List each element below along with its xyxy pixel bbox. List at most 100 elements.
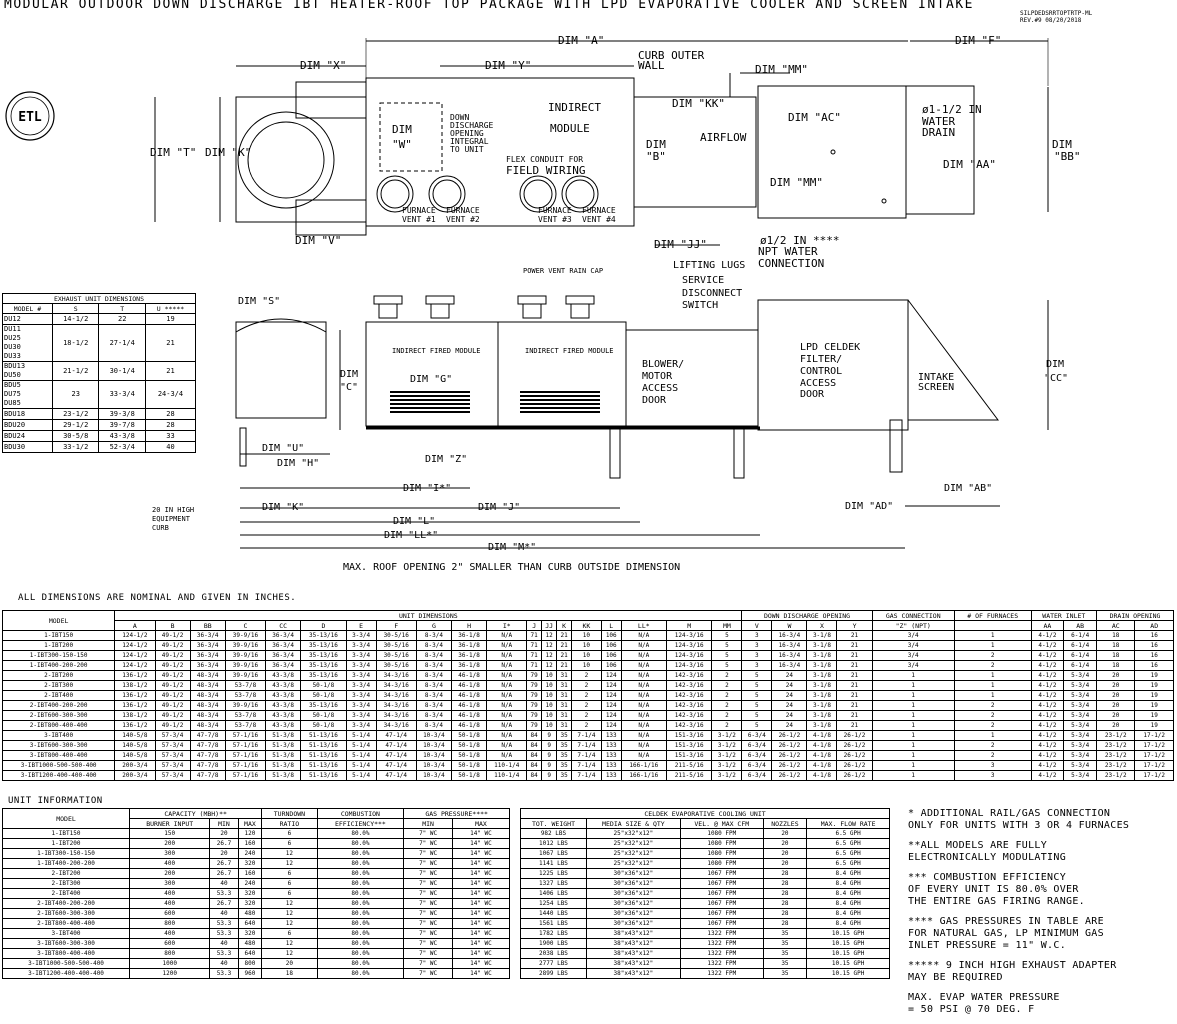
dims-cell: 19 (1134, 720, 1174, 731)
dims-cell: 211-5/16 (665, 760, 713, 771)
dims-cell: 2-IBT400-200-200 (1, 700, 116, 711)
top-view-label: NPT WATER (758, 245, 818, 258)
dims-cell: 43-3/8 (265, 710, 302, 721)
celdek-cell: 1322 FPM (679, 928, 764, 939)
dims-cell: 8-3/4 (415, 720, 452, 731)
side-view-label: ACCESS (642, 383, 678, 394)
column-header: F (375, 620, 417, 631)
exhaust-cell: 33-3/4 (98, 380, 146, 409)
dims-cell: 6-3/4 (741, 730, 773, 741)
dims-cell: 166-1/16 (620, 770, 668, 781)
dims-cell: 34-3/16 (375, 680, 417, 691)
column-header: B (154, 620, 191, 631)
dims-cell: 71 (526, 660, 542, 671)
info-cell: 7" WC (403, 908, 453, 919)
info-cell: 7" WC (403, 848, 453, 859)
side-view-label: POWER VENT RAIN CAP (523, 267, 603, 275)
top-view-label: DIM "X" (300, 59, 346, 72)
dims-cell: 79 (526, 670, 542, 681)
column-header: LL* (620, 620, 668, 631)
side-view-label: CURB (152, 524, 169, 532)
group-header: TURNDOWN (261, 808, 318, 819)
celdek-cell: 1561 LBS (520, 918, 587, 929)
celdek-cell: 1067 FPM (679, 908, 764, 919)
dims-cell: 16 (1134, 630, 1174, 641)
dims-cell: 21 (836, 710, 873, 721)
dims-cell: 5-3/4 (1063, 750, 1098, 761)
celdek-cell: 6.5 GPH (806, 838, 890, 849)
dims-cell: 71 (526, 630, 542, 641)
dims-cell: 2-IBT400 (1, 690, 116, 701)
dims-cell: N/A (620, 710, 668, 721)
dims-cell: 7-1/4 (570, 760, 602, 771)
dims-cell: 51-3/8 (265, 760, 302, 771)
celdek-cell: 38"x43"x12" (585, 968, 681, 979)
dims-cell: 124 (600, 690, 622, 701)
top-view-label: WATER (922, 115, 955, 128)
dims-cell: 136-1/2 (114, 670, 156, 681)
column-header: TOT. WEIGHT (520, 818, 587, 829)
side-view-label: DIM "AB" (944, 483, 992, 494)
dims-cell: 10-3/4 (415, 770, 452, 781)
dims-cell: 43-3/8 (265, 680, 302, 691)
info-cell: 14" WC (451, 928, 511, 939)
dims-cell: 79 (526, 720, 542, 731)
info-cell: 53.3 (209, 968, 239, 979)
dims-cell: 51-13/16 (300, 750, 347, 761)
dims-cell: 8-3/4 (415, 670, 452, 681)
info-cell: 6 (261, 828, 318, 839)
dims-cell: 24 (771, 700, 808, 711)
dims-cell: 43-3/8 (265, 700, 302, 711)
info-cell: 12 (261, 908, 318, 919)
dims-cell: 110-1/4 (486, 770, 528, 781)
dims-cell: 3-3/4 (345, 630, 377, 641)
top-view-label: INDIRECT (548, 101, 601, 114)
dims-cell: 84 (526, 760, 542, 771)
dims-cell: 124 (600, 670, 622, 681)
top-view-label: DIM "MM" (755, 63, 808, 76)
dims-cell: 8-3/4 (415, 640, 452, 651)
info-heading: UNIT INFORMATION (8, 796, 103, 806)
dims-cell: 3/4 (871, 630, 955, 641)
column-header: W (771, 620, 808, 631)
celdek-cell: 25"x32"x12" (585, 828, 681, 839)
dims-cell: 6-3/4 (741, 770, 773, 781)
column-header: D (300, 620, 347, 631)
dims-cell: 6-3/4 (741, 760, 773, 771)
dims-cell: 4-1/2 (1030, 680, 1065, 691)
dims-cell: 2 (570, 680, 602, 691)
dims-cell: 21 (836, 660, 873, 671)
side-view-label: EQUIPMENT (152, 515, 191, 523)
side-view-label: "C" (340, 382, 358, 393)
info-cell: 960 (237, 968, 263, 979)
side-view-label: DIM "Z" (425, 454, 467, 465)
dims-cell: 3-1/2 (711, 730, 743, 741)
dims-cell: 5 (711, 650, 743, 661)
dims-cell: 6-3/4 (741, 740, 773, 751)
info-cell: 600 (128, 908, 211, 919)
info-cell: 7" WC (403, 888, 453, 899)
column-header: NOZZLES (762, 818, 808, 829)
info-cell: 80.0% (316, 938, 405, 949)
dims-cell: 1 (871, 670, 955, 681)
dims-cell: 1 (953, 670, 1032, 681)
dims-cell: 26-1/2 (771, 760, 808, 771)
dims-cell: N/A (620, 730, 668, 741)
dims-cell: 138-1/2 (114, 710, 156, 721)
dims-cell: 3-IBT1200-400-400-400 (1, 770, 116, 781)
celdek-cell: 25"x32"x12" (585, 838, 681, 849)
celdek-cell: 1067 FPM (679, 888, 764, 899)
dims-cell: 3-3/4 (345, 720, 377, 731)
info-cell: 20 (209, 828, 239, 839)
dims-cell: 21 (836, 700, 873, 711)
dims-cell: 23-1/2 (1096, 730, 1136, 741)
dims-cell: 1 (953, 630, 1032, 641)
dims-cell: 6-3/4 (741, 750, 773, 761)
side-view-label: DISCONNECT (682, 288, 742, 299)
dims-cell: 31 (556, 700, 572, 711)
